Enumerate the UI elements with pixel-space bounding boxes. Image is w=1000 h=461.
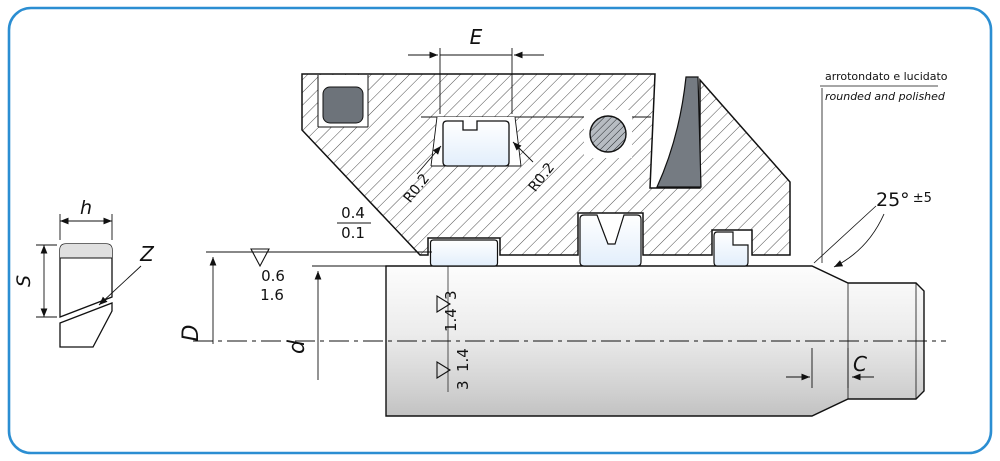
dim-D	[206, 251, 432, 344]
finish-note-italian: arrotondato e lucidato	[825, 70, 948, 83]
seal-detail-cap-band	[60, 244, 112, 258]
o-ring-section	[589, 115, 627, 153]
rough-14-top: 1.4	[442, 308, 460, 332]
dim-d-label: d	[285, 339, 310, 354]
dim-e-label: E	[470, 25, 483, 49]
housing-hatched-body	[301, 73, 791, 256]
dim-c-label: C	[853, 352, 867, 376]
z-leader-line	[98, 265, 142, 306]
rough-3-top: 3	[442, 290, 460, 300]
rod-seal-2	[579, 214, 642, 267]
screw-plug-detail	[317, 75, 369, 128]
roughness-shaft-lower: 3 1.4	[436, 348, 472, 390]
angle-label: 25°±5	[876, 189, 932, 211]
dim-s-label: S	[13, 275, 35, 287]
rough-01: 0.1	[341, 224, 365, 242]
dim-c	[786, 348, 874, 388]
rough-04: 0.4	[341, 204, 365, 222]
dim-s	[36, 244, 57, 318]
angle-tolerance: ±5	[913, 191, 932, 206]
angle-callout: 25°±5	[813, 189, 932, 268]
finish-note-english: rounded and polished	[825, 90, 946, 103]
dim-d	[312, 265, 388, 380]
rough-06: 0.6	[261, 267, 285, 285]
roughness-04-01: 0.4 0.1	[337, 204, 371, 242]
anti-extrusion-ring	[656, 76, 702, 188]
gland-housing-section	[301, 73, 791, 256]
angle-value: 25°	[876, 189, 910, 211]
seal-detail-lower-lip	[59, 302, 113, 348]
seal-cross-section-detail: h S Z	[13, 197, 155, 348]
rod-seal-1	[429, 239, 499, 267]
dim-D-label: D	[179, 325, 204, 342]
finish-triangle-icon	[436, 361, 452, 379]
z-label: Z	[139, 242, 155, 266]
dim-h	[59, 214, 113, 240]
finish-triangle-icon	[436, 295, 452, 313]
rod-seal-3	[713, 231, 749, 267]
rough-3-bottom: 3	[454, 380, 472, 390]
wiper-seal-profile	[442, 120, 510, 167]
dim-e	[408, 48, 544, 114]
dim-h-label: h	[80, 197, 92, 219]
rough-14-bottom: 1.4	[454, 348, 472, 372]
finish-note: arrotondato e lucidato rounded and polis…	[820, 70, 948, 263]
finish-triangle-icon	[250, 248, 270, 268]
roughness-06-16: 0.6 1.6	[250, 248, 285, 304]
rough-16: 1.6	[260, 286, 284, 304]
screw-head	[322, 86, 364, 124]
